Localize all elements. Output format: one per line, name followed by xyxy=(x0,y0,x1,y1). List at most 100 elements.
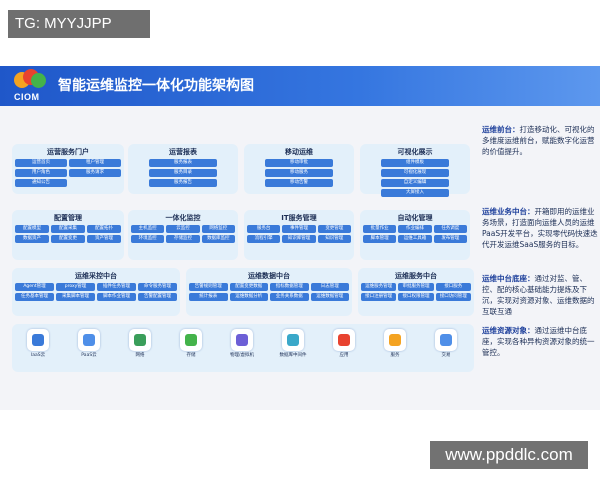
module-chip: 接口权限管理 xyxy=(398,293,434,301)
resource-label: PaaS云 xyxy=(81,353,97,358)
resource-icon xyxy=(129,329,151,351)
desc-platform: 运维中台底座：通过对监、管、控、配的核心基础能力提炼及下沉，实现对资源对象、运维… xyxy=(482,274,595,316)
module-title: 运维服务中台 xyxy=(395,272,437,280)
module-chip: 网络监控 xyxy=(201,225,235,233)
module-chip: 数据库监控 xyxy=(201,235,235,243)
module-box: 可视化展示组件模板可视化展现自定义编辑大屏接入 xyxy=(360,144,470,197)
module-box: 运维服务中台运维服务管理审批服务管理接口服务接口注册管理接口权限管理接口访问管理 xyxy=(358,268,474,316)
module-chip: 批量作业 xyxy=(363,225,397,233)
resource-item: 物理/虚拟机 xyxy=(224,329,260,359)
resource-icon xyxy=(282,329,304,351)
module-box: 自动化管理批量作业作业编排任务调度脚本管理运维工具箱发布管理 xyxy=(360,210,470,260)
module-chip: 配置采集 xyxy=(51,225,85,233)
resource-label: 服务 xyxy=(390,353,400,358)
module-box: 移动运维移动审批移动服务移动告警 xyxy=(244,144,354,194)
resource-icon xyxy=(333,329,355,351)
module-chip: 存储监控 xyxy=(166,235,200,243)
module-chip: 大屏接入 xyxy=(381,189,449,197)
resource-label: 交易 xyxy=(441,353,451,358)
module-chip: 配置拓扑 xyxy=(87,225,121,233)
module-chip: 脚本作业管理 xyxy=(97,293,136,301)
resource-item: 应用 xyxy=(326,329,362,359)
module-chip: 日志管理 xyxy=(310,283,349,291)
module-title: 运维采控中台 xyxy=(75,272,117,280)
module-chip: 知识库管理 xyxy=(282,235,316,243)
module-box: 运营服务门户运营首页租户管理用户角色服务请求通知公告 xyxy=(12,144,124,194)
resource-label: 网络 xyxy=(135,353,145,358)
resource-label: 应用 xyxy=(339,353,349,358)
module-box: 一体化监控主机监控云监控网络监控环境监控存储监控数据库监控 xyxy=(128,210,238,260)
module-title: 运营报表 xyxy=(169,148,197,156)
module-chip: 服务报告 xyxy=(149,179,217,187)
desc-frontend: 运维前台：打造移动化、可视化的多维度运维前台，赋能数字化运营的价值提升。 xyxy=(482,125,595,156)
resource-item: 交易 xyxy=(428,329,464,359)
module-chip: 命令服务管理 xyxy=(138,283,177,291)
module-chip: 运营首页 xyxy=(15,159,67,167)
module-chip: 服务报表 xyxy=(149,159,217,167)
resource-label: 数据库中间件 xyxy=(279,353,307,358)
resource-item: 数据库中间件 xyxy=(275,329,311,359)
resource-item: 网络 xyxy=(122,329,158,359)
module-chip: 审批服务管理 xyxy=(398,283,434,291)
module-chip: 服务请求 xyxy=(69,169,121,177)
module-chip: 流程引擎 xyxy=(247,235,281,243)
resource-icon xyxy=(78,329,100,351)
module-chip: 可视化展现 xyxy=(381,169,449,177)
module-chip: 任务基本管理 xyxy=(15,293,54,301)
logo-text: CIOM xyxy=(14,92,40,102)
module-chip: 主机监控 xyxy=(131,225,165,233)
resource-item: 服务 xyxy=(377,329,413,359)
module-chip: 自定义编辑 xyxy=(381,179,449,187)
watermark: www.ppddlc.com xyxy=(430,441,588,469)
module-chip: 指标数据管理 xyxy=(270,283,309,291)
module-chip: 接口访问管理 xyxy=(435,293,471,301)
module-chip: 移动服务 xyxy=(265,169,333,177)
module-title: 运营服务门户 xyxy=(47,148,89,156)
module-chip: 事件管理 xyxy=(282,225,316,233)
module-box: 运营报表服务报表服务目录服务报告 xyxy=(128,144,238,194)
module-chip: 接口注册管理 xyxy=(361,293,397,301)
module-chip: 作业编排 xyxy=(398,225,432,233)
module-chip: 用户角色 xyxy=(15,169,67,177)
module-chip: 租户管理 xyxy=(69,159,121,167)
module-title: 一体化监控 xyxy=(165,214,201,222)
resource-item: IaaS云 xyxy=(20,329,56,359)
resource-label: IaaS云 xyxy=(30,353,46,358)
desc-business: 运维业务中台：开箱即用的运维业务场景，打造面向运维人员的运维PaaS开发平台，实… xyxy=(482,207,598,249)
module-chip: 配置变更 xyxy=(51,235,85,243)
module-chip: 告警配置管理 xyxy=(138,293,177,301)
tg-tag: TG: MYYJJPP xyxy=(8,10,150,38)
module-title: 移动运维 xyxy=(285,148,313,156)
module-title: 可视化展示 xyxy=(397,148,433,156)
module-chip: 运维数据分析 xyxy=(229,293,268,301)
module-chip: 配置模型 xyxy=(15,225,49,233)
resource-icon xyxy=(27,329,49,351)
module-title: 运维数据中台 xyxy=(248,272,290,280)
ciom-logo: CIOM xyxy=(12,68,48,104)
module-chip: 云监控 xyxy=(166,225,200,233)
resource-item: PaaS云 xyxy=(71,329,107,359)
module-box: IT服务管理服务台事件管理变更管理流程引擎知识库管理知识管理 xyxy=(244,210,354,260)
module-chip: 组件模板 xyxy=(381,159,449,167)
module-title: IT服务管理 xyxy=(281,214,317,222)
resource-label: 物理/虚拟机 xyxy=(229,353,255,358)
module-chip: 运维工具箱 xyxy=(398,235,432,243)
module-chip: 服务台 xyxy=(247,225,281,233)
module-chip: 统计报表 xyxy=(189,293,228,301)
module-box: 运维数据中台告警规则管理配置变更数据指标数据管理日志管理统计报表运维数据分析业务… xyxy=(186,268,352,316)
diagram-title: 智能运维监控一体化功能架构图 xyxy=(58,78,254,94)
module-chip: 数据资产 xyxy=(15,235,49,243)
module-chip: 通知公告 xyxy=(15,179,67,187)
module-chip: 任务调度 xyxy=(433,225,467,233)
resource-label: 存储 xyxy=(186,353,196,358)
diagram-header: CIOM 智能运维监控一体化功能架构图 xyxy=(0,66,600,106)
module-chip: 移动告警 xyxy=(265,179,333,187)
module-chip: 采集脚本管理 xyxy=(56,293,95,301)
module-chip: 脚本管理 xyxy=(363,235,397,243)
module-chip: proxy管理 xyxy=(56,283,95,291)
module-chip: 告警规则管理 xyxy=(189,283,228,291)
module-chip: 知识管理 xyxy=(317,235,351,243)
module-box: 配置管理配置模型配置采集配置拓扑数据资产配置变更资产管理 xyxy=(12,210,124,260)
resource-item: 存储 xyxy=(173,329,209,359)
module-chip: 接口服务 xyxy=(435,283,471,291)
